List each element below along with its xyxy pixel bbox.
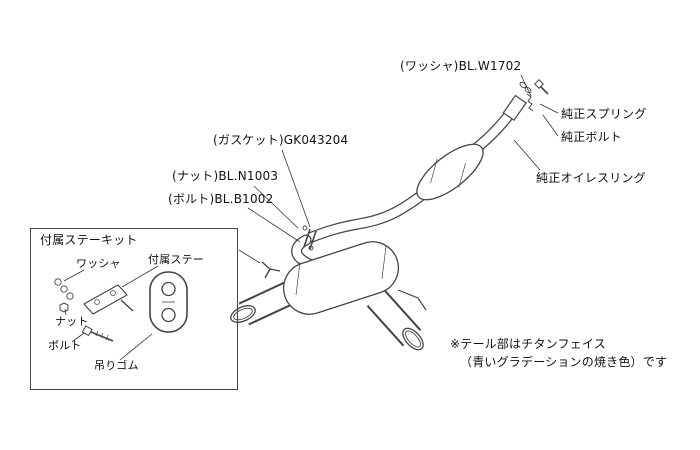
leader-kit-washer <box>63 269 85 282</box>
label-oem-spring: 純正スプリング <box>561 107 647 121</box>
kit-label-bolt: ボルト <box>48 339 82 352</box>
leader-lines <box>63 74 559 361</box>
leader-kit-hanger <box>119 333 153 361</box>
kit-bolt-glyph <box>81 325 114 342</box>
label-nut: (ナット)BL.N1003 <box>172 169 279 183</box>
label-oiles-ring: 純正オイレスリング <box>536 171 646 185</box>
front-pipe-art <box>291 100 522 276</box>
stay-kit-art <box>54 271 188 342</box>
left-tail-tip <box>230 305 256 323</box>
leader-oem-bolt <box>542 114 559 137</box>
label-washer-part: (ワッシャ)BL.W1702 <box>400 59 522 73</box>
leader-oiles-ring <box>513 139 541 171</box>
kit-label-hanger-rubber: 吊りゴム <box>94 359 139 372</box>
leader-kit-bolt <box>71 332 85 343</box>
right-tail-tip <box>402 327 424 351</box>
kit-washers-glyph <box>54 278 74 300</box>
kit-stay-glyph <box>83 284 134 315</box>
leader-gasket <box>281 149 311 228</box>
note-line2: （青いグラデーションの焼き色）です <box>460 355 668 369</box>
kit-label-nut: ナット <box>55 315 89 328</box>
note-line1: ※テール部はチタンフェイス <box>450 337 606 351</box>
leader-kit-stay <box>121 265 159 288</box>
leader-bolt <box>247 207 301 243</box>
stay-kit-box <box>30 228 238 390</box>
kit-label-stay: 付属ステー <box>148 253 204 266</box>
main-muffler-art <box>282 241 400 315</box>
hanger-bracket-art <box>261 261 427 311</box>
kit-nut-glyph <box>59 302 69 313</box>
stay-kit-title: 付属ステーキット <box>40 233 138 247</box>
leader-washer-part <box>520 74 532 97</box>
flange-hardware-art <box>502 79 549 122</box>
label-gasket: (ガスケット)GK043204 <box>213 133 349 147</box>
leader-spring <box>539 103 559 114</box>
kit-label-washer: ワッシャ <box>76 257 121 270</box>
leader-kit-box <box>238 249 261 264</box>
gasket-joint-art <box>302 225 317 251</box>
leader-kit-nut <box>64 308 67 316</box>
leader-nut <box>253 185 299 229</box>
label-bolt: (ボルト)BL.B1002 <box>168 192 274 206</box>
resonator-art <box>416 143 484 201</box>
spring-glyph <box>526 93 534 112</box>
label-oem-bolt: 純正ボルト <box>561 130 623 144</box>
kit-hanger-rubber-glyph <box>149 271 188 333</box>
